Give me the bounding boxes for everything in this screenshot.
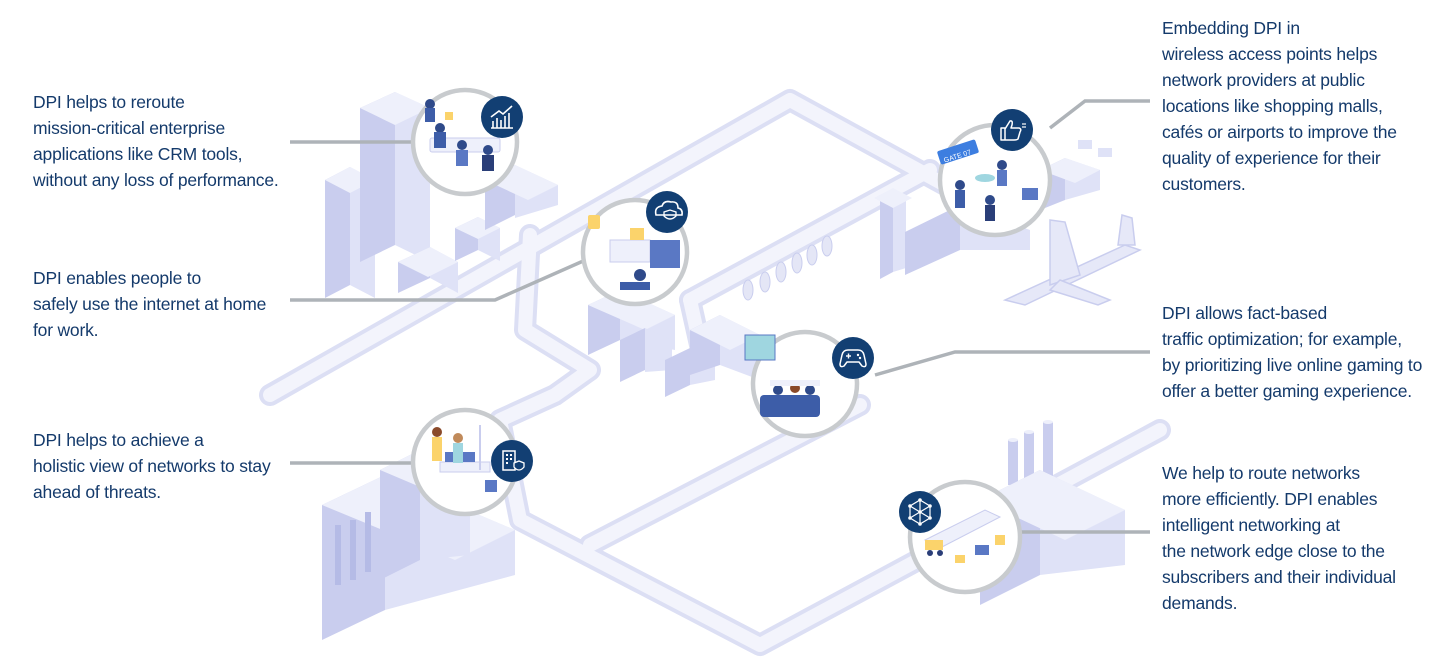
caption-line: DPI helps to achieve a <box>33 430 204 450</box>
caption-line: ahead of threats. <box>33 482 161 502</box>
chart-growth-icon <box>481 96 523 138</box>
caption-line: locations like shopping malls, <box>1162 96 1383 116</box>
caption-line: wireless access points helps <box>1162 44 1378 64</box>
bubble-hospital <box>410 407 520 517</box>
caption-line: applications like CRM tools, <box>33 144 243 164</box>
caption-line: holistic view of networks to stay <box>33 456 271 476</box>
caption-line: traffic optimization; for example, <box>1162 329 1402 349</box>
houses <box>588 290 760 397</box>
caption-line: subscribers and their individual <box>1162 567 1396 587</box>
caption-line: mission-critical enterprise <box>33 118 226 138</box>
bubble-gaming <box>744 329 860 439</box>
bubble-airport-lounge: GATE 07 <box>937 122 1053 238</box>
caption-line: network providers at public <box>1162 70 1365 90</box>
building-shield-icon <box>491 440 533 482</box>
caption-line: without any loss of performance. <box>33 170 279 190</box>
caption-gaming: DPI allows fact-based traffic optimizati… <box>1162 300 1422 404</box>
caption-line: DPI enables people to <box>33 268 202 288</box>
caption-line: safely use the internet at home <box>33 294 267 314</box>
caption-wireless: Embedding DPI in wireless access points … <box>1162 15 1397 197</box>
caption-line: for work. <box>33 320 99 340</box>
road-network <box>259 89 1171 656</box>
caption-home: DPI enables people to safely use the int… <box>33 265 266 343</box>
thumbs-up-icon <box>991 109 1033 151</box>
caption-line: offer a better gaming experience. <box>1162 381 1412 401</box>
airplane <box>1002 214 1142 306</box>
caption-line: cafés or airports to improve the <box>1162 122 1397 142</box>
caption-line: quality of experience for their <box>1162 148 1381 168</box>
gamepad-icon <box>832 337 874 379</box>
trees <box>742 235 833 301</box>
caption-edge: We help to route networks more efficient… <box>1162 460 1396 616</box>
network-mesh-icon <box>899 491 941 533</box>
cloud-shield-icon <box>646 191 688 233</box>
caption-enterprise: DPI helps to reroute mission-critical en… <box>33 89 279 193</box>
caption-line: the network edge close to the <box>1162 541 1385 561</box>
caption-line: intelligent networking at <box>1162 515 1340 535</box>
caption-line: DPI helps to reroute <box>33 92 185 112</box>
caption-line: We help to route networks <box>1162 463 1360 483</box>
bubble-home-office <box>580 197 690 307</box>
connector-lines <box>290 99 1150 534</box>
caption-line: customers. <box>1162 174 1246 194</box>
caption-line: DPI allows fact-based <box>1162 303 1328 323</box>
caption-threats: DPI helps to achieve a holistic view of … <box>33 427 271 505</box>
caption-line: demands. <box>1162 593 1238 613</box>
caption-line: Embedding DPI in <box>1162 18 1300 38</box>
caption-line: more efficiently. DPI enables <box>1162 489 1378 509</box>
caption-line: by prioritizing live online gaming to <box>1162 355 1423 375</box>
